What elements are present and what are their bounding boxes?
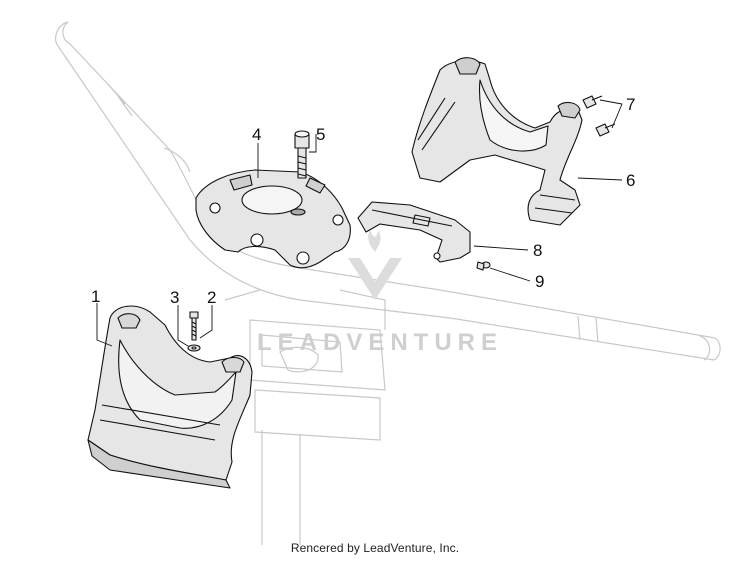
watermark-text: LEADVENTURE [257, 329, 503, 356]
callout-2: 2 [207, 288, 216, 307]
callouts: 1 2 3 4 5 6 7 8 9 [91, 95, 635, 307]
part-bracket [357, 201, 471, 263]
callout-7: 7 [626, 95, 635, 114]
callout-1: 1 [91, 287, 100, 306]
part-screw-washer [187, 311, 201, 352]
callout-4: 4 [252, 125, 261, 144]
part-upper-cover [195, 169, 351, 269]
callout-8: 8 [533, 241, 542, 260]
callout-3: 3 [170, 288, 179, 307]
handlebar-ghost [55, 21, 721, 545]
part-screws-7 [582, 95, 616, 137]
part-rear-cover [411, 57, 583, 226]
callout-6: 6 [626, 171, 635, 190]
callout-5: 5 [316, 125, 325, 144]
part-screw-9 [476, 261, 491, 271]
callout-9: 9 [535, 272, 544, 291]
watermark-logo: LEADVENTURE [257, 230, 503, 356]
part-lower-cover [87, 305, 253, 489]
footer-credit: Rencered by LeadVenture, Inc. [290, 541, 460, 555]
leader-lines [96, 99, 623, 347]
part-screw-5 [294, 130, 310, 179]
